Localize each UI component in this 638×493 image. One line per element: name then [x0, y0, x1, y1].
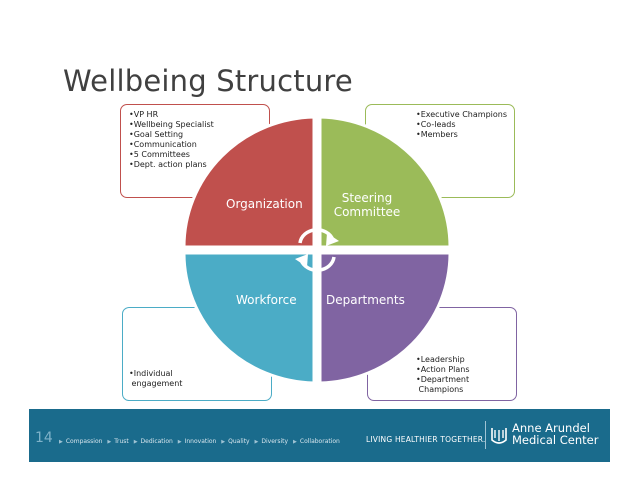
workforce-label: Workforce	[236, 293, 297, 307]
organization-label: Organization	[226, 197, 303, 211]
list-item: •Executive Champions	[416, 110, 507, 119]
value-item: Quality	[228, 438, 250, 445]
value-item: Innovation	[184, 438, 217, 445]
departments-label: Departments	[326, 293, 405, 307]
cycle-arrowheads-icon	[295, 233, 339, 267]
value-item: Compassion	[65, 438, 103, 445]
hospital-logo-icon	[491, 428, 507, 444]
triangle-icon: ▶	[221, 439, 226, 445]
values-row: ▶Compassion ▶Trust ▶Dedication ▶Innovati…	[59, 438, 343, 445]
footer-bar: 14 ▶Compassion ▶Trust ▶Dedication ▶Innov…	[29, 409, 610, 462]
page-number: 14	[35, 430, 53, 446]
steering-label-line2: Committee	[333, 205, 401, 219]
workforce-quadrant	[182, 251, 316, 385]
triangle-icon: ▶	[59, 439, 63, 445]
logo-line-2: Medical Center	[512, 433, 599, 447]
triangle-icon: ▶	[177, 439, 182, 445]
value-item: Diversity	[261, 438, 289, 445]
list-item: •Dept. action plans	[129, 160, 207, 169]
list-item: engagement	[129, 379, 183, 388]
logo-line-1: Anne Arundel	[512, 421, 590, 435]
tagline: LIVING HEALTHIER TOGETHER.	[366, 435, 486, 444]
departments-items: •Leadership •Action Plans •Department Ch…	[416, 355, 470, 395]
list-item: •Leadership	[416, 355, 465, 364]
list-item: •5 Committees	[129, 150, 190, 159]
steering-items: •Executive Champions •Co-leads •Members	[416, 110, 507, 140]
steering-label: Steering Committee	[324, 191, 410, 219]
slide-title: Wellbeing Structure	[63, 64, 353, 98]
value-item: Dedication	[140, 438, 173, 445]
list-item: •Department	[416, 375, 470, 384]
organization-items: •VP HR •Wellbeing Specialist •Goal Setti…	[129, 110, 214, 170]
triangle-icon: ▶	[133, 439, 138, 445]
value-item: Collaboration	[299, 438, 340, 445]
list-item: •Co-leads	[416, 120, 456, 129]
organization-quadrant	[182, 115, 316, 249]
steering-quadrant	[318, 115, 452, 249]
list-item: •Individual	[129, 369, 173, 378]
triangle-icon: ▶	[254, 439, 259, 445]
logo-divider	[485, 421, 486, 449]
list-item: •VP HR	[129, 110, 159, 119]
departments-quadrant	[318, 251, 452, 385]
hospital-logo-text: Anne Arundel Medical Center	[512, 422, 598, 446]
value-item: Trust	[114, 438, 129, 445]
list-item: •Members	[416, 130, 458, 139]
list-item: •Wellbeing Specialist	[129, 120, 214, 129]
steering-label-line1: Steering	[341, 191, 393, 205]
workforce-items: •Individual engagement	[129, 369, 182, 389]
triangle-icon: ▶	[107, 439, 112, 445]
list-item: Champions	[416, 385, 464, 394]
triangle-icon: ▶	[293, 439, 297, 445]
list-item: •Communication	[129, 140, 197, 149]
list-item: •Action Plans	[416, 365, 470, 374]
list-item: •Goal Setting	[129, 130, 184, 139]
